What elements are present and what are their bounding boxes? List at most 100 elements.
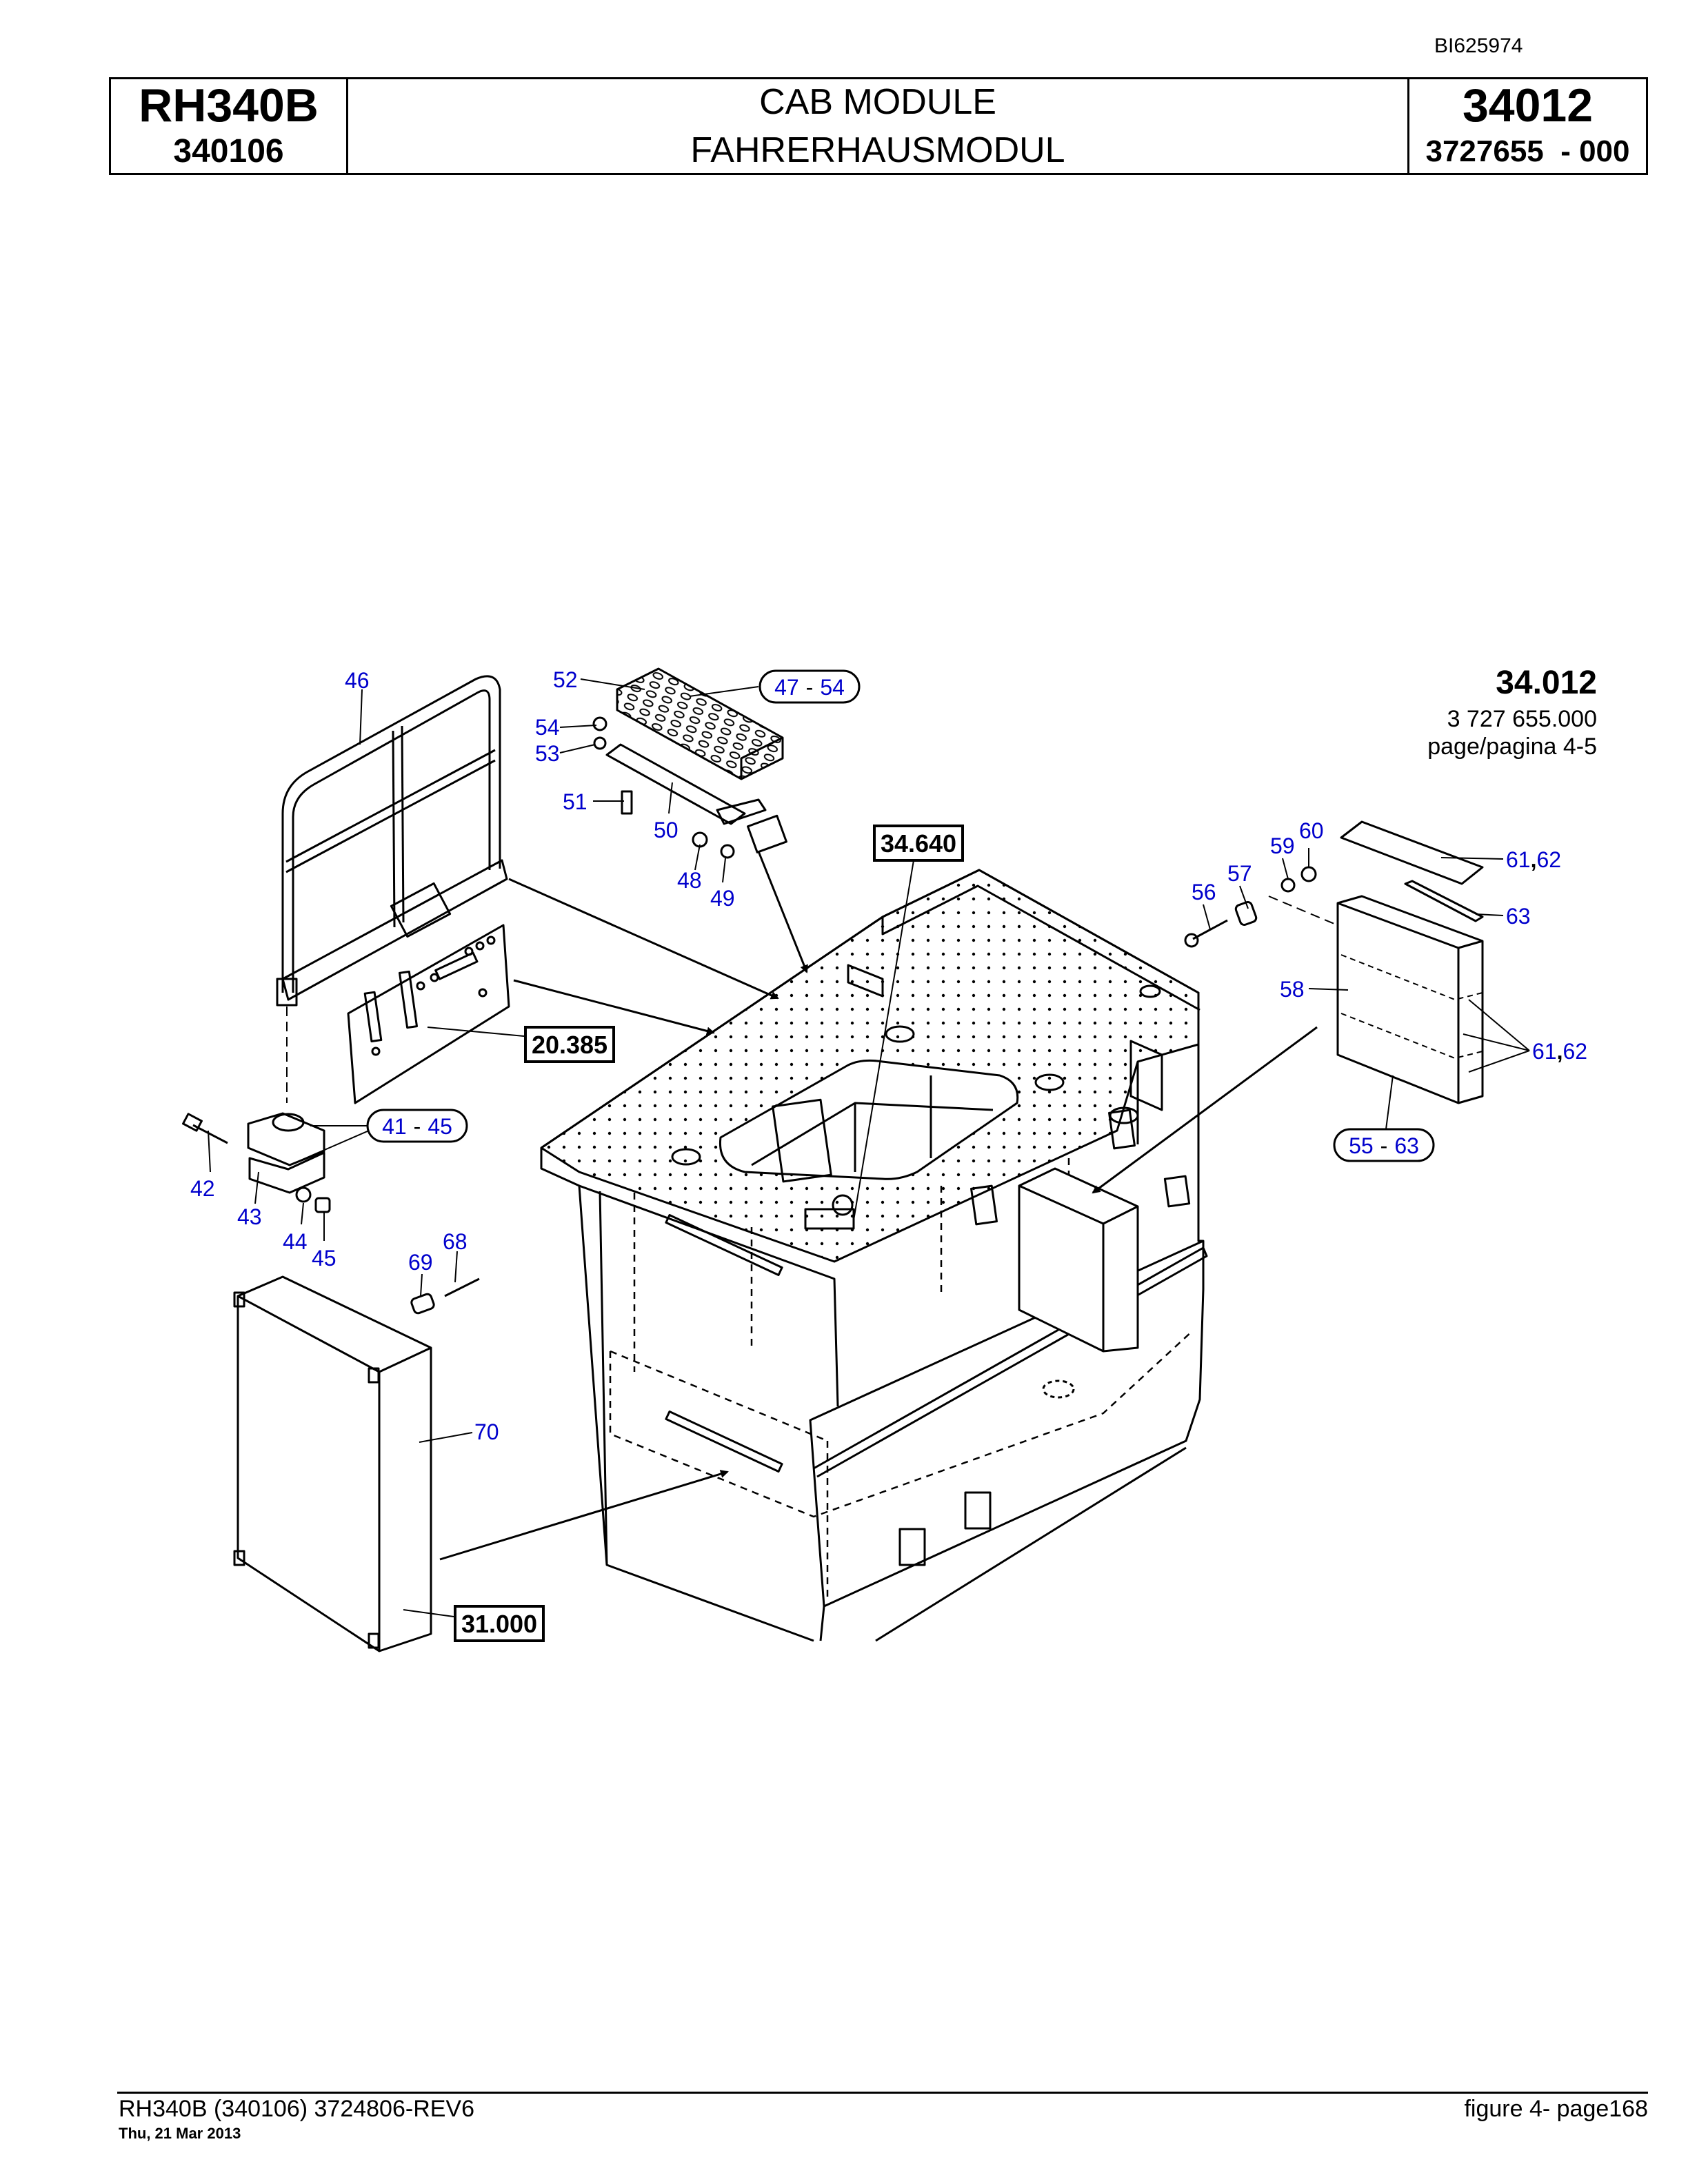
handrail-base-plate bbox=[281, 859, 508, 1001]
callout-54: 54 bbox=[535, 715, 560, 740]
cab-rear-bracket bbox=[847, 964, 884, 998]
cab-handrail-bar bbox=[813, 1246, 1208, 1478]
cab-inner-box bbox=[1018, 1167, 1139, 1353]
range-callout-47-54: 47-54 bbox=[758, 669, 861, 704]
callout-leaders bbox=[208, 678, 1530, 1617]
serial-number: 340106 bbox=[173, 133, 284, 170]
svg-text:47-54: 47-54 bbox=[774, 675, 845, 700]
arrow-panel bbox=[513, 979, 715, 1035]
right-cover-lid bbox=[1340, 820, 1484, 885]
step-small-bolt bbox=[621, 790, 633, 815]
document-id: BI625974 bbox=[1434, 34, 1523, 57]
group-cell: 34012 3727655 - 000 bbox=[1407, 79, 1646, 173]
figure-number: 34.012 bbox=[1496, 665, 1597, 701]
svg-text:55-63: 55-63 bbox=[1349, 1133, 1419, 1158]
grommet-1 bbox=[671, 1148, 701, 1166]
assembly-arrows bbox=[439, 851, 1318, 1561]
step-washer bbox=[720, 844, 735, 859]
svg-text:34.640: 34.640 bbox=[881, 829, 956, 858]
footer-page-ref: figure 4- page168 bbox=[1464, 2096, 1648, 2122]
right-box bbox=[1336, 895, 1484, 1104]
cab-inner-plate bbox=[772, 1098, 832, 1183]
part-reference: 3727655 - 000 bbox=[1425, 134, 1630, 168]
control-box-spacer bbox=[410, 1293, 435, 1315]
clamp-upper-block bbox=[247, 1112, 325, 1166]
figure-page-ref: page/pagina 4-5 bbox=[1427, 734, 1597, 760]
callout-61-62-top: 61,62 bbox=[1506, 847, 1561, 872]
cab-slot-lower bbox=[665, 1410, 783, 1473]
callout-60: 60 bbox=[1299, 818, 1324, 843]
step-end-plate bbox=[746, 814, 787, 853]
right-nut bbox=[1300, 866, 1317, 882]
control-box-bolt bbox=[444, 1277, 480, 1297]
callout-45: 45 bbox=[312, 1246, 336, 1271]
step-support-plate bbox=[716, 798, 767, 825]
cab-cover-plate-5 bbox=[964, 1491, 992, 1530]
cab-lower-panel bbox=[809, 1240, 1205, 1608]
cab-cover-plate-4 bbox=[898, 1528, 926, 1566]
control-box bbox=[237, 1275, 432, 1652]
handrail-mid-post bbox=[392, 730, 396, 928]
step-nut bbox=[592, 716, 607, 731]
control-box-assembly bbox=[233, 1275, 480, 1652]
callout-56: 56 bbox=[1192, 880, 1216, 904]
cab-slot-upper bbox=[665, 1214, 783, 1276]
mounting-panel bbox=[347, 924, 510, 1104]
range-callout-55-63: 55-63 bbox=[1333, 1128, 1435, 1162]
cab-cover-plate-3 bbox=[1163, 1175, 1191, 1208]
grommet-3 bbox=[1034, 1073, 1065, 1091]
ref-box-31000: 31.000 bbox=[454, 1605, 545, 1642]
arrow-right-box bbox=[1092, 1026, 1318, 1194]
callout-48: 48 bbox=[677, 868, 702, 893]
model-cell: RH340B 340106 bbox=[111, 79, 348, 173]
handrail-frame bbox=[281, 675, 501, 993]
footer-divider bbox=[117, 2092, 1648, 2094]
right-washer bbox=[1280, 878, 1296, 893]
footer-document-ref: RH340B (340106) 3724806-REV6 bbox=[119, 2096, 475, 2122]
right-bolt bbox=[1192, 919, 1228, 940]
callout-51: 51 bbox=[563, 789, 587, 814]
cab-module-body bbox=[540, 869, 1208, 1642]
right-strip bbox=[1404, 880, 1484, 922]
cab-center-opening bbox=[719, 1059, 1019, 1180]
title-block: RH340B 340106 CAB MODULE FAHRERHAUSMODUL… bbox=[109, 77, 1648, 175]
cab-right-face bbox=[1197, 1044, 1203, 1242]
step-lockwasher bbox=[593, 736, 607, 750]
cab-side-bracket bbox=[1129, 1040, 1163, 1111]
callout-46: 46 bbox=[345, 668, 370, 693]
clamp-lower-block bbox=[248, 1151, 325, 1194]
range-callouts: 47-54 41-45 55-63 bbox=[366, 669, 1435, 1162]
right-spacer bbox=[1234, 900, 1258, 927]
cab-cover-plate-2 bbox=[1108, 1109, 1136, 1150]
range-callout-41-45: 41-45 bbox=[366, 1109, 468, 1143]
svg-text:41-45: 41-45 bbox=[382, 1114, 452, 1139]
model-name: RH340B bbox=[139, 79, 319, 132]
figure-info: 34.012 3 727 655.000 page/pagina 4-5 bbox=[1427, 665, 1597, 760]
reference-boxes: 34.640 20.385 31.000 bbox=[454, 825, 964, 1642]
callout-63: 63 bbox=[1506, 904, 1531, 929]
grommet-6 bbox=[1042, 1379, 1075, 1399]
callout-43: 43 bbox=[237, 1204, 262, 1229]
clamp-nut bbox=[314, 1197, 331, 1213]
clamp-assembly bbox=[182, 1112, 331, 1213]
callout-42: 42 bbox=[190, 1176, 215, 1201]
cab-left-edge bbox=[599, 1191, 608, 1566]
title-german: FAHRERHAUSMODUL bbox=[690, 130, 1065, 170]
callout-52: 52 bbox=[553, 667, 578, 692]
cab-stud bbox=[832, 1194, 854, 1216]
right-box-assembly bbox=[1184, 820, 1484, 1104]
handrail-cross-bar bbox=[285, 749, 496, 863]
step-tread-plate bbox=[616, 667, 784, 780]
handrail-foot bbox=[276, 978, 298, 1007]
step-bracket-bar bbox=[605, 743, 746, 825]
callout-61-62-side: 61,62 bbox=[1532, 1039, 1587, 1064]
grommet-5 bbox=[1139, 984, 1161, 998]
callout-59: 59 bbox=[1270, 833, 1295, 858]
cab-cover-plate-1 bbox=[970, 1184, 998, 1226]
ref-box-34640: 34.640 bbox=[873, 825, 964, 862]
callout-49: 49 bbox=[710, 886, 735, 911]
figure-part-number: 3 727 655.000 bbox=[1447, 706, 1597, 732]
arrow-handrail bbox=[508, 878, 779, 1000]
callout-57: 57 bbox=[1227, 861, 1252, 886]
